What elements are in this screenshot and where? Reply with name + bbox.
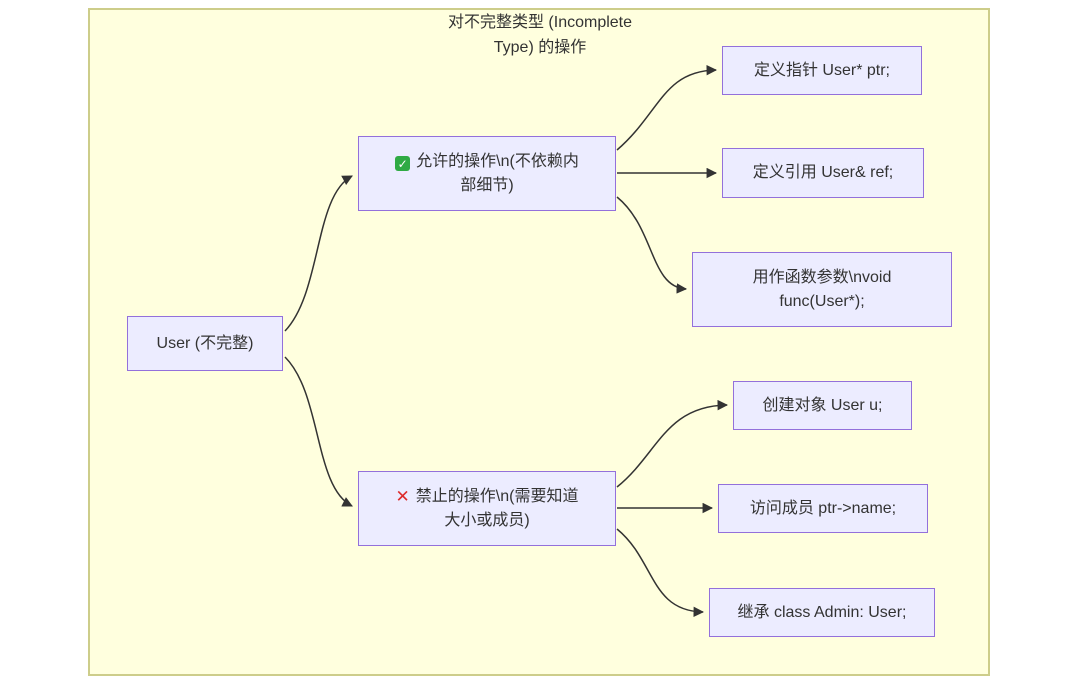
node-define-reference-content: 定义引用 User& ref; — [723, 161, 923, 185]
node-user-incomplete-label: User (不完整) — [156, 334, 254, 352]
node-create-object: 创建对象 User u; — [733, 381, 912, 430]
node-forbidden-operations: ✕禁止的操作\n(需要知道 大小或成员) — [358, 471, 616, 546]
node-create-object-label: 创建对象 User u; — [762, 396, 883, 414]
node-allowed-operations-content: ✓ 允许的操作\n(不依赖内 部细节) — [359, 150, 615, 198]
node-function-parameter-content: 用作函数参数\nvoid func(User*); — [693, 266, 951, 314]
node-inherit-class-content: 继承 class Admin: User; — [710, 601, 934, 625]
node-define-pointer-content: 定义指针 User* ptr; — [723, 59, 921, 83]
node-access-member-label: 访问成员 ptr->name; — [749, 499, 897, 517]
node-forbidden-operations-label: 禁止的操作\n(需要知道 大小或成员) — [415, 487, 579, 529]
node-function-parameter-label: 用作函数参数\nvoid func(User*); — [752, 268, 892, 310]
node-function-parameter: 用作函数参数\nvoid func(User*); — [692, 252, 952, 327]
node-access-member-content: 访问成员 ptr->name; — [719, 497, 927, 521]
node-allowed-operations-label: 允许的操作\n(不依赖内 部细节) — [416, 152, 579, 194]
node-inherit-class: 继承 class Admin: User; — [709, 588, 935, 637]
node-inherit-class-label: 继承 class Admin: User; — [737, 603, 907, 621]
node-allowed-operations: ✓ 允许的操作\n(不依赖内 部细节) — [358, 136, 616, 211]
check-icon: ✓ — [395, 156, 411, 171]
node-define-reference: 定义引用 User& ref; — [722, 148, 924, 198]
node-access-member: 访问成员 ptr->name; — [718, 484, 928, 533]
cross-icon: ✕ — [395, 486, 410, 506]
node-user-incomplete: User (不完整) — [127, 316, 283, 371]
node-forbidden-operations-content: ✕禁止的操作\n(需要知道 大小或成员) — [359, 485, 615, 533]
node-user-incomplete-content: User (不完整) — [128, 332, 282, 356]
node-create-object-content: 创建对象 User u; — [734, 394, 911, 418]
diagram-title: 对不完整类型 (Incomplete Type) 的操作 — [447, 14, 633, 56]
node-define-pointer: 定义指针 User* ptr; — [722, 46, 922, 95]
node-define-reference-label: 定义引用 User& ref; — [752, 164, 894, 181]
node-define-pointer-label: 定义指针 User* ptr; — [753, 61, 891, 79]
